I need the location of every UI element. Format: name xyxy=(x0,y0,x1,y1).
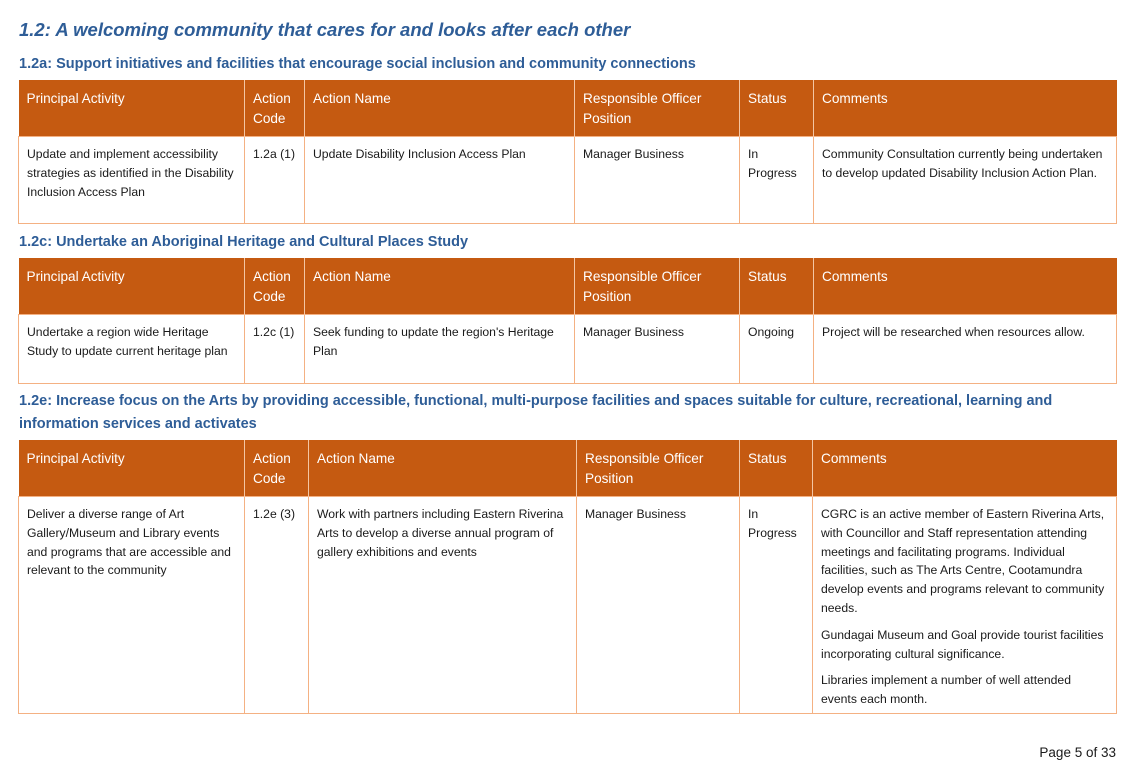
comment-paragraph: Project will be researched when resource… xyxy=(822,325,1085,339)
section-heading-1-2e: 1.2e: Increase focus on the Arts by prov… xyxy=(19,393,1053,432)
page-title: 1.2: A welcoming community that cares fo… xyxy=(19,19,631,40)
page-number: Page 5 of 33 xyxy=(1039,745,1116,760)
col-action-name: Action Name xyxy=(308,440,577,497)
col-responsible-officer: Responsible Officer Position xyxy=(574,80,740,137)
table-row: Undertake a region wide Heritage Study t… xyxy=(18,314,1117,384)
cell-officer: Manager Business xyxy=(576,496,740,714)
col-status: Status xyxy=(739,258,814,315)
action-table-1-2c: Principal Activity Action Code Action Na… xyxy=(18,258,1117,384)
cell-comments: Project will be researched when resource… xyxy=(813,314,1117,384)
cell-officer: Manager Business xyxy=(574,136,740,224)
cell-action-code: 1.2c (1) xyxy=(244,314,305,384)
col-action-name: Action Name xyxy=(304,258,575,315)
col-status: Status xyxy=(739,80,814,137)
cell-action-name: Work with partners including Eastern Riv… xyxy=(308,496,577,714)
cell-principal-activity: Deliver a diverse range of Art Gallery/M… xyxy=(18,496,245,714)
cell-status: Ongoing xyxy=(739,314,814,384)
cell-principal-activity: Undertake a region wide Heritage Study t… xyxy=(18,314,245,384)
action-table-1-2a: Principal Activity Action Code Action Na… xyxy=(18,80,1117,224)
col-status: Status xyxy=(739,440,813,497)
cell-officer: Manager Business xyxy=(574,314,740,384)
section-heading-1-2a: 1.2a: Support initiatives and facilities… xyxy=(19,56,696,72)
col-action-code: Action Code xyxy=(244,80,305,137)
table-row: Deliver a diverse range of Art Gallery/M… xyxy=(18,496,1117,714)
cell-principal-activity: Update and implement accessibility strat… xyxy=(18,136,245,224)
table-header-row: Principal Activity Action Code Action Na… xyxy=(18,440,1117,497)
col-action-code: Action Code xyxy=(244,440,309,497)
col-comments: Comments xyxy=(813,258,1117,315)
cell-status: In Progress xyxy=(739,496,813,714)
table-row: Update and implement accessibility strat… xyxy=(18,136,1117,224)
cell-status: In Progress xyxy=(739,136,814,224)
cell-action-name: Seek funding to update the region's Heri… xyxy=(304,314,575,384)
col-comments: Comments xyxy=(813,80,1117,137)
table-header-row: Principal Activity Action Code Action Na… xyxy=(18,80,1117,137)
comment-paragraph: Community Consultation currently being u… xyxy=(822,147,1103,180)
action-table-1-2e: Principal Activity Action Code Action Na… xyxy=(18,440,1117,714)
col-principal-activity: Principal Activity xyxy=(18,440,245,497)
cell-action-code: 1.2e (3) xyxy=(244,496,309,714)
col-responsible-officer: Responsible Officer Position xyxy=(576,440,740,497)
cell-comments: CGRC is an active member of Eastern Rive… xyxy=(812,496,1117,714)
cell-comments: Community Consultation currently being u… xyxy=(813,136,1117,224)
table-header-row: Principal Activity Action Code Action Na… xyxy=(18,258,1117,315)
col-action-name: Action Name xyxy=(304,80,575,137)
col-action-code: Action Code xyxy=(244,258,305,315)
cell-action-name: Update Disability Inclusion Access Plan xyxy=(304,136,575,224)
col-comments: Comments xyxy=(812,440,1117,497)
cell-action-code: 1.2a (1) xyxy=(244,136,305,224)
comment-paragraph: CGRC is an active member of Eastern Rive… xyxy=(821,507,1105,615)
col-principal-activity: Principal Activity xyxy=(18,80,245,137)
col-responsible-officer: Responsible Officer Position xyxy=(574,258,740,315)
col-principal-activity: Principal Activity xyxy=(18,258,245,315)
comment-paragraph: Gundagai Museum and Goal provide tourist… xyxy=(821,627,1104,661)
comment-paragraph: Libraries implement a number of well att… xyxy=(821,673,1071,707)
section-heading-1-2c: 1.2c: Undertake an Aboriginal Heritage a… xyxy=(19,234,469,250)
